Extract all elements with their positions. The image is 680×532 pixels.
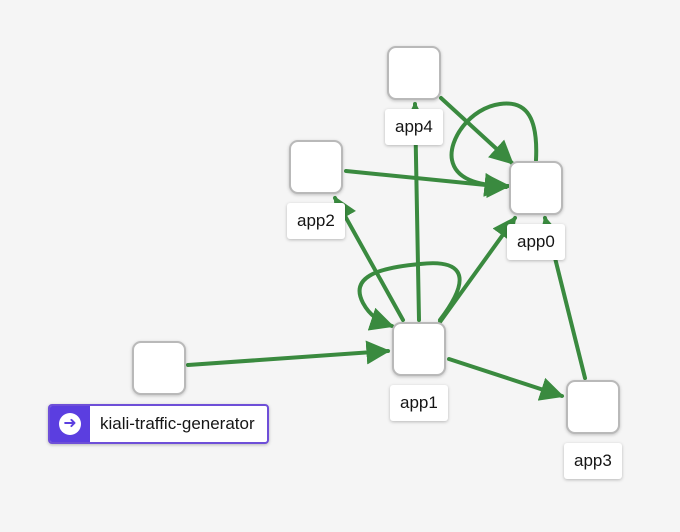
node-label-app0: app0 [507,224,565,260]
arrow-right-circle-icon: ➜ [59,413,81,435]
edge-generator-app1[interactable] [186,340,391,367]
node-generator[interactable] [132,341,186,395]
node-label-app4: app4 [385,109,443,145]
node-app4[interactable] [387,46,441,100]
node-label-app2: app2 [287,203,345,239]
node-app1[interactable] [392,322,446,376]
node-app0[interactable] [509,161,563,215]
edge-app1-app3[interactable] [447,357,565,401]
edge-app0-self[interactable] [449,101,539,198]
generator-badge: ➜ [50,406,90,442]
node-label-generator: ➜ kiali-traffic-generator [48,404,269,444]
generator-label-text: kiali-traffic-generator [100,414,255,433]
node-label-app1: app1 [390,385,448,421]
node-label-app3: app3 [564,443,622,479]
node-app3[interactable] [566,380,620,434]
edge-app4-app0[interactable] [439,96,514,165]
node-app2[interactable] [289,140,343,194]
edge-app1-self[interactable] [357,261,462,331]
edge-app1-app2[interactable] [333,195,405,322]
